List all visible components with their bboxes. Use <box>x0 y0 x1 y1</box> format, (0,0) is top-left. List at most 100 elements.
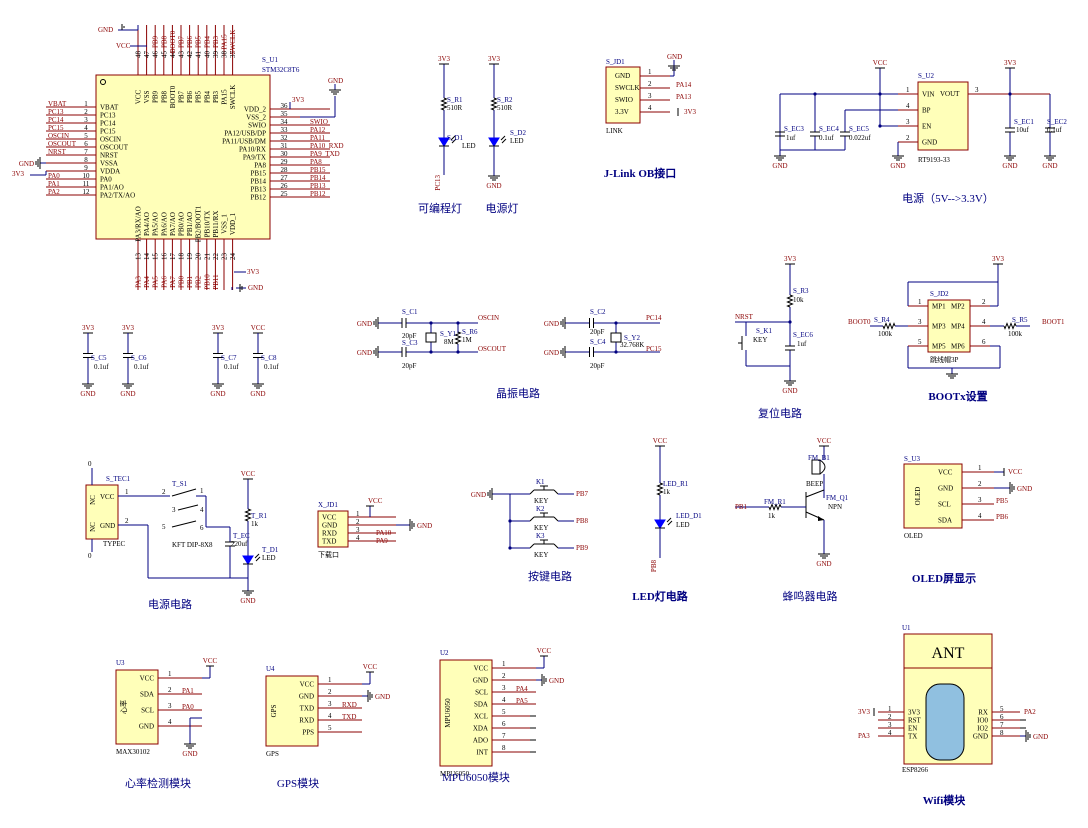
pin-name: 3.3V <box>615 108 629 116</box>
pin-number: 20 <box>195 253 203 261</box>
net-label: RXD <box>342 701 357 709</box>
cap-ref: S_C1 <box>402 308 418 316</box>
rail-label: VCC <box>1008 468 1023 476</box>
net-label: PB0 <box>178 275 186 288</box>
ldo-ref: S_U2 <box>918 72 934 80</box>
net-label: PB11 <box>212 274 220 290</box>
pin-name: GND <box>938 485 953 493</box>
rail-label: VCC <box>817 437 832 445</box>
mcu-designator: S_U1 <box>262 56 278 64</box>
caption-oled: OLED屏显示 <box>912 572 976 585</box>
gnd-label: GND <box>240 597 255 605</box>
pin-name: VCC <box>135 89 143 104</box>
net-label: PB7 <box>576 490 589 498</box>
pin-number: 1 <box>978 464 982 472</box>
net-label: PA3 <box>135 276 143 288</box>
pin-name: GND <box>322 522 337 530</box>
module-footprint: ESP8266 <box>902 766 929 774</box>
cap-value: 0.1uf <box>264 363 279 371</box>
net-label: PA10_RXD <box>310 142 344 150</box>
pin-name: PB3 <box>212 90 220 103</box>
net-label: PA1 <box>48 180 60 188</box>
pin-name: VSS_2 <box>246 114 266 122</box>
mcu-body <box>95 74 271 240</box>
module-caption: MPU6050模块 <box>442 771 510 784</box>
pin-number: 3 <box>168 702 172 710</box>
pin-number: 13 <box>135 253 143 261</box>
net-label: VBAT <box>48 100 67 108</box>
pin-name: INT <box>476 749 488 757</box>
pin-number: 8 <box>1000 729 1004 737</box>
pin-number: 4 <box>84 124 88 132</box>
net-label: PA1 <box>182 687 194 695</box>
cap-value: 20pF <box>590 328 605 336</box>
pin-number: 10 <box>83 172 91 180</box>
pin-number: 16 <box>160 253 168 261</box>
pin-name: PA10/RX <box>239 146 266 154</box>
pin-number: 35 <box>281 110 289 118</box>
pin-name: TXD <box>300 705 314 713</box>
pin-name: PB12 <box>250 194 266 202</box>
pin-number: 17 <box>169 253 177 261</box>
net-label: PC15 <box>48 124 64 132</box>
pin-number: 2 <box>648 80 652 88</box>
net-label: BOOT0 <box>169 30 177 53</box>
pin-number: 4 <box>906 102 910 110</box>
cap-value: 0.1uf <box>94 363 109 371</box>
net-label: BOOT1 <box>1042 318 1065 326</box>
gnd-label: GND <box>1033 733 1048 741</box>
pin-name: VBAT <box>100 104 119 112</box>
pin-number: 1 <box>918 298 922 306</box>
gnd-label: GND <box>1042 162 1057 170</box>
net-label: PA4 <box>143 276 151 288</box>
caption-led-power: 电源灯 <box>486 201 519 215</box>
pin-name: SCL <box>141 707 154 715</box>
mcu-part: STM32C8T6 <box>262 66 300 74</box>
jumper-ref: S_JD2 <box>930 290 949 298</box>
oscillator-32k: GNDGNDS_C220pFS_C420pFS_Y232.768KPC14PC1… <box>496 308 662 400</box>
pin-number: 1 <box>328 676 332 684</box>
pin-number: 18 <box>178 253 186 261</box>
pin-name: PB4 <box>203 90 211 103</box>
pin-name: GND <box>299 693 314 701</box>
pin-name: RXD <box>322 530 337 538</box>
hr-gnd: GND <box>182 717 202 758</box>
gnd-label: GND <box>98 26 113 34</box>
pin-number: 5 <box>1000 705 1004 713</box>
cap-value: 0.1uf <box>1047 126 1062 134</box>
pin-name: MP1 <box>932 303 946 311</box>
pin-number: 6 <box>502 720 506 728</box>
pin-number: 45 <box>160 51 168 59</box>
net-label: PB8 <box>160 35 168 48</box>
pin-name: PB10/TX <box>203 211 211 238</box>
pin-number: 3 <box>502 684 506 692</box>
pin-number: 1 <box>648 68 652 76</box>
ldo-part: RT9193-33 <box>918 156 950 164</box>
res-value: 1M <box>462 336 473 344</box>
net-label: PA9_TXD <box>310 150 340 158</box>
pin-name: 3V3 <box>908 709 921 717</box>
rail-label: 3V3 <box>858 708 871 716</box>
pin-name: MP2 <box>951 303 965 311</box>
transistor-ref: FM_Q1 <box>826 494 849 502</box>
pin-number: 4 <box>502 696 506 704</box>
module-caption: 心率检测模块 <box>125 776 191 790</box>
ldo-body <box>917 81 969 151</box>
gnd-label: GND <box>549 677 564 685</box>
pin-number: 9 <box>84 164 88 172</box>
net-label: PA9 <box>376 537 388 545</box>
res-ref: FM_R1 <box>764 498 786 506</box>
rail-label: 3V3 <box>488 55 501 63</box>
net-label: OSCIN <box>478 314 499 322</box>
gnd-label: GND <box>471 491 486 499</box>
res-value: 100k <box>878 330 893 338</box>
pin-number: 2 <box>978 480 982 488</box>
rail-label: 3V3 <box>82 324 95 332</box>
cap-value: 1uf <box>797 340 807 348</box>
